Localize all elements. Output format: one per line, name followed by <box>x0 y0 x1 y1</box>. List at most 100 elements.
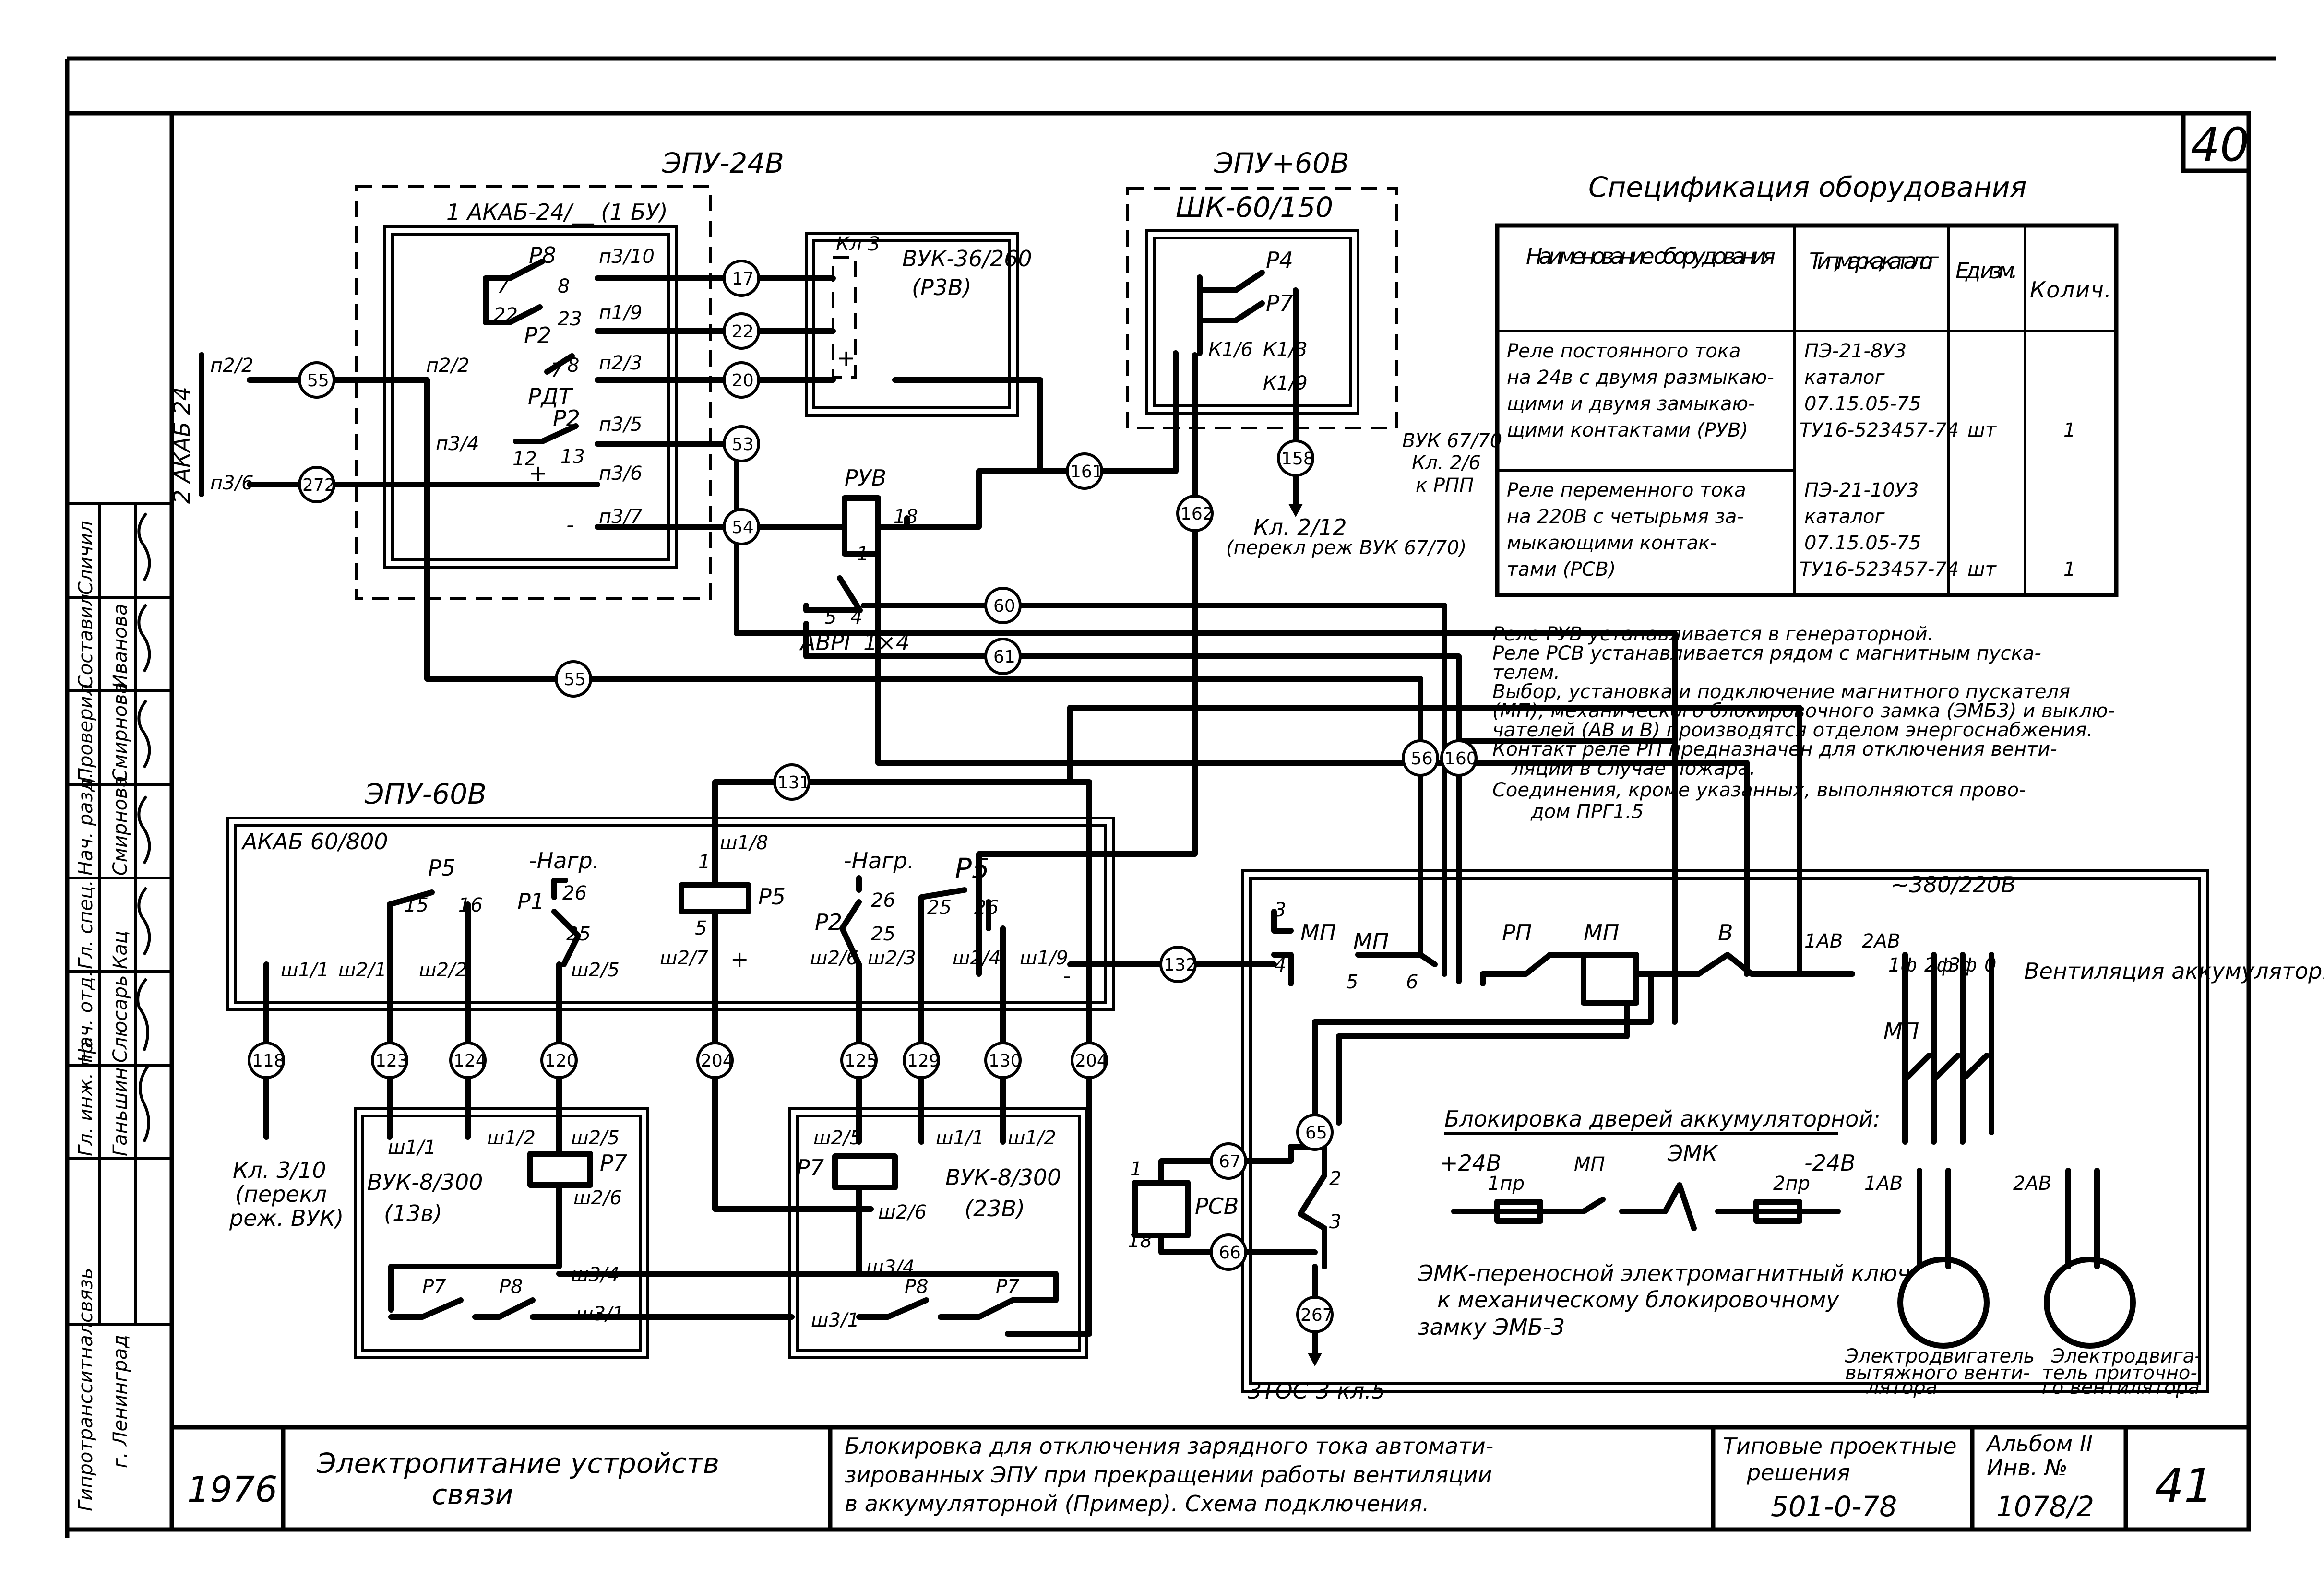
wire-60 <box>861 603 1447 977</box>
tb-desc-3: в аккумуляторной (Пример). Схема подключ… <box>845 1491 1429 1517</box>
tb-album: Альбом II <box>1985 1431 2093 1457</box>
minus-sign-b: - <box>1063 963 1071 989</box>
note-2: телем. <box>1492 662 1560 684</box>
contact-r1 <box>551 909 581 967</box>
spec-h-unit: Ед изм. <box>1955 258 2018 284</box>
wire-no-204a: 204 <box>701 1051 734 1071</box>
wire-no-123: 123 <box>375 1051 408 1071</box>
lock-m24: -24В <box>1804 1150 1856 1176</box>
wire-no-160: 160 <box>1444 749 1478 769</box>
contact-r5b <box>918 887 967 931</box>
label-r7-a: Р7 <box>422 1276 446 1298</box>
arrow-kl2-12 <box>1288 504 1303 517</box>
term-p1-9: п1/9 <box>599 302 643 324</box>
label-r8-b: Р8 <box>905 1276 929 1298</box>
pin-7: 7 <box>497 275 510 297</box>
wire-131-204 <box>712 779 1092 1337</box>
term-sh1-2b: ш1/2 <box>1008 1127 1056 1149</box>
note-4: (МП), механического блокировочного замка… <box>1492 700 2115 722</box>
signature-3 <box>137 795 151 865</box>
spec-r2-name-0: Реле переменного тока <box>1507 479 1746 501</box>
note-6: Контакт реле РП предназначен для отключе… <box>1492 738 2057 760</box>
spec-r2-type-3: ТУ16-523457-74 <box>1800 558 1959 581</box>
spec-r2-unit: шт <box>1967 558 1997 581</box>
stamp-name-5: Иванова <box>109 604 131 688</box>
label-r2a: Р2 <box>524 322 551 348</box>
label-r7-b: Р7 <box>996 1276 1020 1298</box>
lock-p24: +24В <box>1440 1150 1502 1176</box>
pin-6: 6 <box>1406 971 1418 993</box>
term-p3-6: п3/6 <box>599 462 643 485</box>
wire-204-a <box>712 909 874 1212</box>
label-mp-main: МП <box>1584 920 1619 946</box>
contact-r5a <box>387 889 435 931</box>
pin-13: 13 <box>560 446 585 468</box>
circle-267 <box>1296 1296 1334 1333</box>
notes: Реле РУВ устанавливается в генераторной.… <box>1492 623 2115 823</box>
wire-67 <box>1158 1144 1327 1186</box>
lock-desc-3: замку ЭМБ-3 <box>1418 1314 1565 1340</box>
circle-125 <box>840 1042 878 1079</box>
wire-no-204b: 204 <box>1075 1051 1108 1071</box>
circle-118 <box>248 1042 285 1079</box>
motor2-l2: тель приточно- <box>2042 1362 2197 1384</box>
lock-desc-1: ЭМК-переносной электромагнитный ключ <box>1418 1260 1910 1286</box>
term-kl1-3: К1/3 <box>1263 339 1308 361</box>
tb-series-1: Типовые проектные <box>1723 1433 1957 1459</box>
note-9: дом ПРГ1.5 <box>1530 801 1644 823</box>
coil-r7a <box>527 1151 593 1188</box>
signature-5 <box>137 604 151 673</box>
label-2av: 2АВ <box>1862 930 1900 952</box>
pin-22: 22 <box>493 304 518 326</box>
lock-emk: ЭМК <box>1667 1140 1719 1166</box>
mp-left-b <box>1271 952 1294 986</box>
circle-130 <box>984 1042 1022 1079</box>
ref-kl2-12: Кл. 2/12 <box>1253 514 1347 540</box>
ref-kl3-10: Кл. 3/10 <box>233 1157 326 1183</box>
spec-r1-unit: шт <box>1967 419 1997 441</box>
mp-c2 <box>1931 1053 1961 1082</box>
lock-mp-contact <box>1581 1197 1606 1214</box>
circle-204a <box>696 1042 734 1079</box>
circle-55a <box>298 361 335 399</box>
coil-mp <box>1581 952 1639 1006</box>
circle-161 <box>1066 452 1103 490</box>
label-r5b: Р5 <box>955 852 989 885</box>
spec-r1-type-2: 07.15.05-75 <box>1804 393 1921 415</box>
lock-desc-2: к механическому блокировочному <box>1437 1287 1839 1313</box>
wire-no-267: 267 <box>1300 1305 1334 1325</box>
label-r1: Р1 <box>517 889 545 914</box>
term-sh3-1b: ш3/1 <box>811 1309 859 1331</box>
note-1: Реле РСВ устанавливается рядом с магнитн… <box>1492 642 2041 664</box>
motor2-l3: го вентилятора <box>2042 1376 2200 1399</box>
pin-25: 25 <box>566 923 591 945</box>
spec-r1-name-1: на 24в с двумя размыкаю- <box>1507 367 1774 389</box>
spec-r1-type-1: каталог <box>1804 367 1885 389</box>
term-kl1-9: К1/9 <box>1263 372 1308 394</box>
vuk8a-title: ВУК-8/300 <box>367 1169 483 1195</box>
wire-no-129: 129 <box>907 1051 940 1071</box>
term-sh2-4: ш2/4 <box>953 947 1001 969</box>
page-number-bottom: 41 <box>2155 1459 2213 1513</box>
contact-r7-b <box>868 1271 1059 1320</box>
pin-3: 3 <box>1274 899 1286 921</box>
wire-no-60: 60 <box>993 596 1015 616</box>
label-mp-contact: МП <box>1353 928 1389 954</box>
term-p3-4: п3/4 <box>436 433 479 455</box>
term-sh2-6b: ш2/6 <box>878 1201 927 1223</box>
wire-no-130: 130 <box>989 1051 1022 1071</box>
wire-no-67: 67 <box>1219 1152 1241 1172</box>
stamp-name-1: Слюсарь <box>109 975 131 1063</box>
pin-5c: 5 <box>1346 971 1358 993</box>
wire-no-20: 20 <box>732 371 754 391</box>
pin-1: 1 <box>857 543 869 565</box>
motor1-l3: лятора <box>1866 1376 1937 1399</box>
switch-v <box>1696 952 1855 977</box>
spec-table <box>1495 223 2119 597</box>
term-p2-2-in: п2/2 <box>210 355 254 377</box>
vuk8b-sub: (23В) <box>965 1196 1025 1221</box>
term-sh2-5b: ш2/5 <box>813 1127 862 1149</box>
circle-162 <box>1176 495 1214 532</box>
label-r7-coil-b: Р7 <box>797 1155 824 1181</box>
